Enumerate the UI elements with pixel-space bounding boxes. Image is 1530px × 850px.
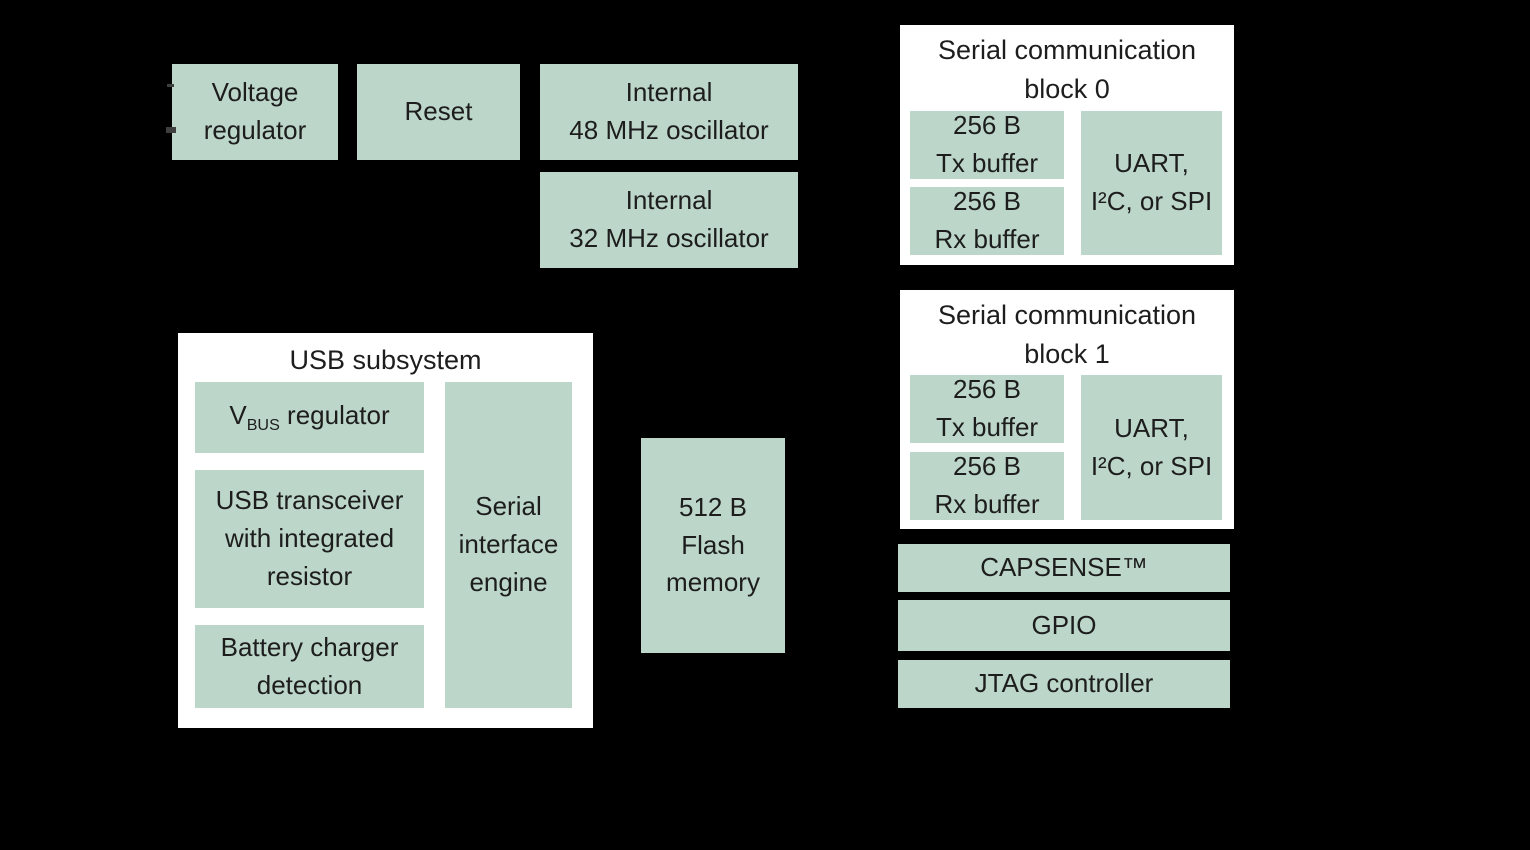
vbus-regulator-block: VBUS regulator <box>195 382 424 453</box>
jtag-controller-block: JTAG controller <box>898 660 1230 708</box>
usb-subsystem-panel: USB subsystem VBUS regulator USB transce… <box>178 333 593 728</box>
flash-memory-block: 512 B Flash memory <box>641 438 785 653</box>
serial-communication-block-1-title: Serial communication block 1 <box>937 300 1197 370</box>
serial-interface-engine-block: Serial interface engine <box>445 382 572 708</box>
scb0-rx-buffer-block: 256 B Rx buffer <box>910 186 1064 255</box>
scb1-rx-buffer-block: 256 B Rx buffer <box>910 451 1064 520</box>
scb0-uart-i2c-spi-block: UART, I²C, or SPI <box>1081 111 1222 255</box>
usb-transceiver-block: USB transceiver with integrated resistor <box>195 470 424 608</box>
serial-communication-block-1-panel: Serial communication block 1 256 B Tx bu… <box>900 290 1234 529</box>
serial-communication-block-0-title: Serial communication block 0 <box>937 35 1197 105</box>
battery-charger-detection-block: Battery charger detection <box>195 625 424 708</box>
gpio-block: GPIO <box>898 600 1230 651</box>
scb0-tx-buffer-block: 256 B Tx buffer <box>910 110 1064 179</box>
internal-48mhz-oscillator-block: Internal 48 MHz oscillator <box>540 64 798 160</box>
voltage-regulator-block: Voltage regulator <box>172 64 338 160</box>
usb-subsystem-title: USB subsystem <box>289 345 482 375</box>
connector-mark <box>166 127 176 133</box>
reset-block: Reset <box>357 64 520 160</box>
internal-32mhz-oscillator-block: Internal 32 MHz oscillator <box>540 172 798 268</box>
scb1-uart-i2c-spi-block: UART, I²C, or SPI <box>1081 375 1222 520</box>
scb1-tx-buffer-block: 256 B Tx buffer <box>910 374 1064 443</box>
connector-mark <box>167 84 174 87</box>
serial-communication-block-0-panel: Serial communication block 0 256 B Tx bu… <box>900 25 1234 265</box>
vbus-regulator-label: VBUS regulator <box>229 400 390 435</box>
capsense-block: CAPSENSE™ <box>898 544 1230 592</box>
